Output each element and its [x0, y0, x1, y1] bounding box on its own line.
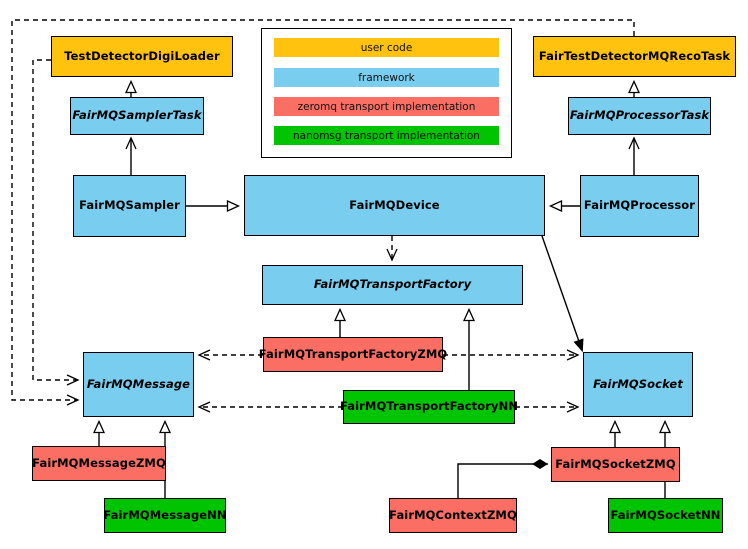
legend: user code framework zeromq transport imp… [261, 28, 512, 158]
class-node-fairmqsampler[interactable]: FairMQSampler [73, 175, 186, 237]
legend-label: user code [360, 41, 413, 54]
class-node-fairmqprocessor[interactable]: FairMQProcessor [580, 175, 699, 237]
class-node-fairmqsocketnn[interactable]: FairMQSocketNN [608, 498, 723, 533]
class-label: FairMQTransportFactoryZMQ [258, 346, 448, 361]
class-label: FairMQSamplerTask [72, 108, 202, 123]
class-label: FairMQSampler [79, 198, 180, 213]
class-label: FairMQMessageNN [103, 507, 227, 522]
legend-item-nanomsg: nanomsg transport implementation [274, 126, 499, 145]
edge-recotask-message [11, 19, 635, 406]
class-node-fairmqtransportfactory[interactable]: FairMQTransportFactory [262, 265, 523, 305]
class-node-fairmqsamplertask[interactable]: FairMQSamplerTask [70, 97, 204, 135]
class-label: FairMQMessage [86, 376, 191, 391]
class-label: FairMQProcessor [583, 198, 696, 213]
class-node-fairmqmessage[interactable]: FairMQMessage [83, 352, 194, 417]
class-label: FairMQProcessorTask [569, 108, 710, 123]
class-label: TestDetectorDigiLoader [64, 48, 220, 63]
class-node-testdetectordigiloader[interactable]: TestDetectorDigiLoader [51, 36, 233, 77]
legend-label: zeromq transport implementation [297, 100, 476, 113]
edge-digiloader-message [32, 59, 80, 386]
class-node-fairmqsocket[interactable]: FairMQSocket [583, 352, 693, 417]
class-label: FairTestDetectorMQRecoTask [538, 48, 731, 63]
edge-device-socket [541, 235, 582, 350]
class-label: FairMQTransportFactory [313, 277, 472, 292]
legend-label: nanomsg transport implementation [293, 129, 480, 142]
class-node-fairmqprocessortask[interactable]: FairMQProcessorTask [568, 97, 711, 135]
class-node-fairmqsocketzmq[interactable]: FairMQSocketZMQ [551, 447, 680, 482]
class-node-fairmqtransportfactoryzmq[interactable]: FairMQTransportFactoryZMQ [259, 337, 447, 372]
class-node-fairmqmessagezmq[interactable]: FairMQMessageZMQ [32, 446, 166, 481]
class-label: FairMQTransportFactoryNN [339, 399, 519, 414]
class-label: FairMQMessageZMQ [32, 455, 166, 470]
class-node-fairmqmessagenn[interactable]: FairMQMessageNN [103, 498, 227, 533]
class-node-fairmqcontextzmq[interactable]: FairMQContextZMQ [389, 498, 517, 533]
legend-label: framework [358, 71, 415, 84]
class-label: FairMQSocketZMQ [555, 456, 676, 471]
legend-item-user-code: user code [274, 38, 499, 57]
class-label: FairMQContextZMQ [389, 507, 517, 522]
class-node-fairmqdevice[interactable]: FairMQDevice [244, 175, 545, 236]
class-label: FairMQDevice [349, 197, 440, 212]
class-label: FairMQSocketNN [610, 507, 721, 522]
class-label: FairMQSocket [593, 376, 683, 391]
legend-item-framework: framework [274, 68, 499, 87]
class-node-fairtestdetectormqrecotask[interactable]: FairTestDetectorMQRecoTask [533, 36, 736, 77]
edge-contextzmq-socketzmq [457, 459, 548, 498]
legend-item-zeromq: zeromq transport implementation [274, 97, 499, 116]
class-node-fairmqtransportfactorynn[interactable]: FairMQTransportFactoryNN [339, 390, 519, 424]
